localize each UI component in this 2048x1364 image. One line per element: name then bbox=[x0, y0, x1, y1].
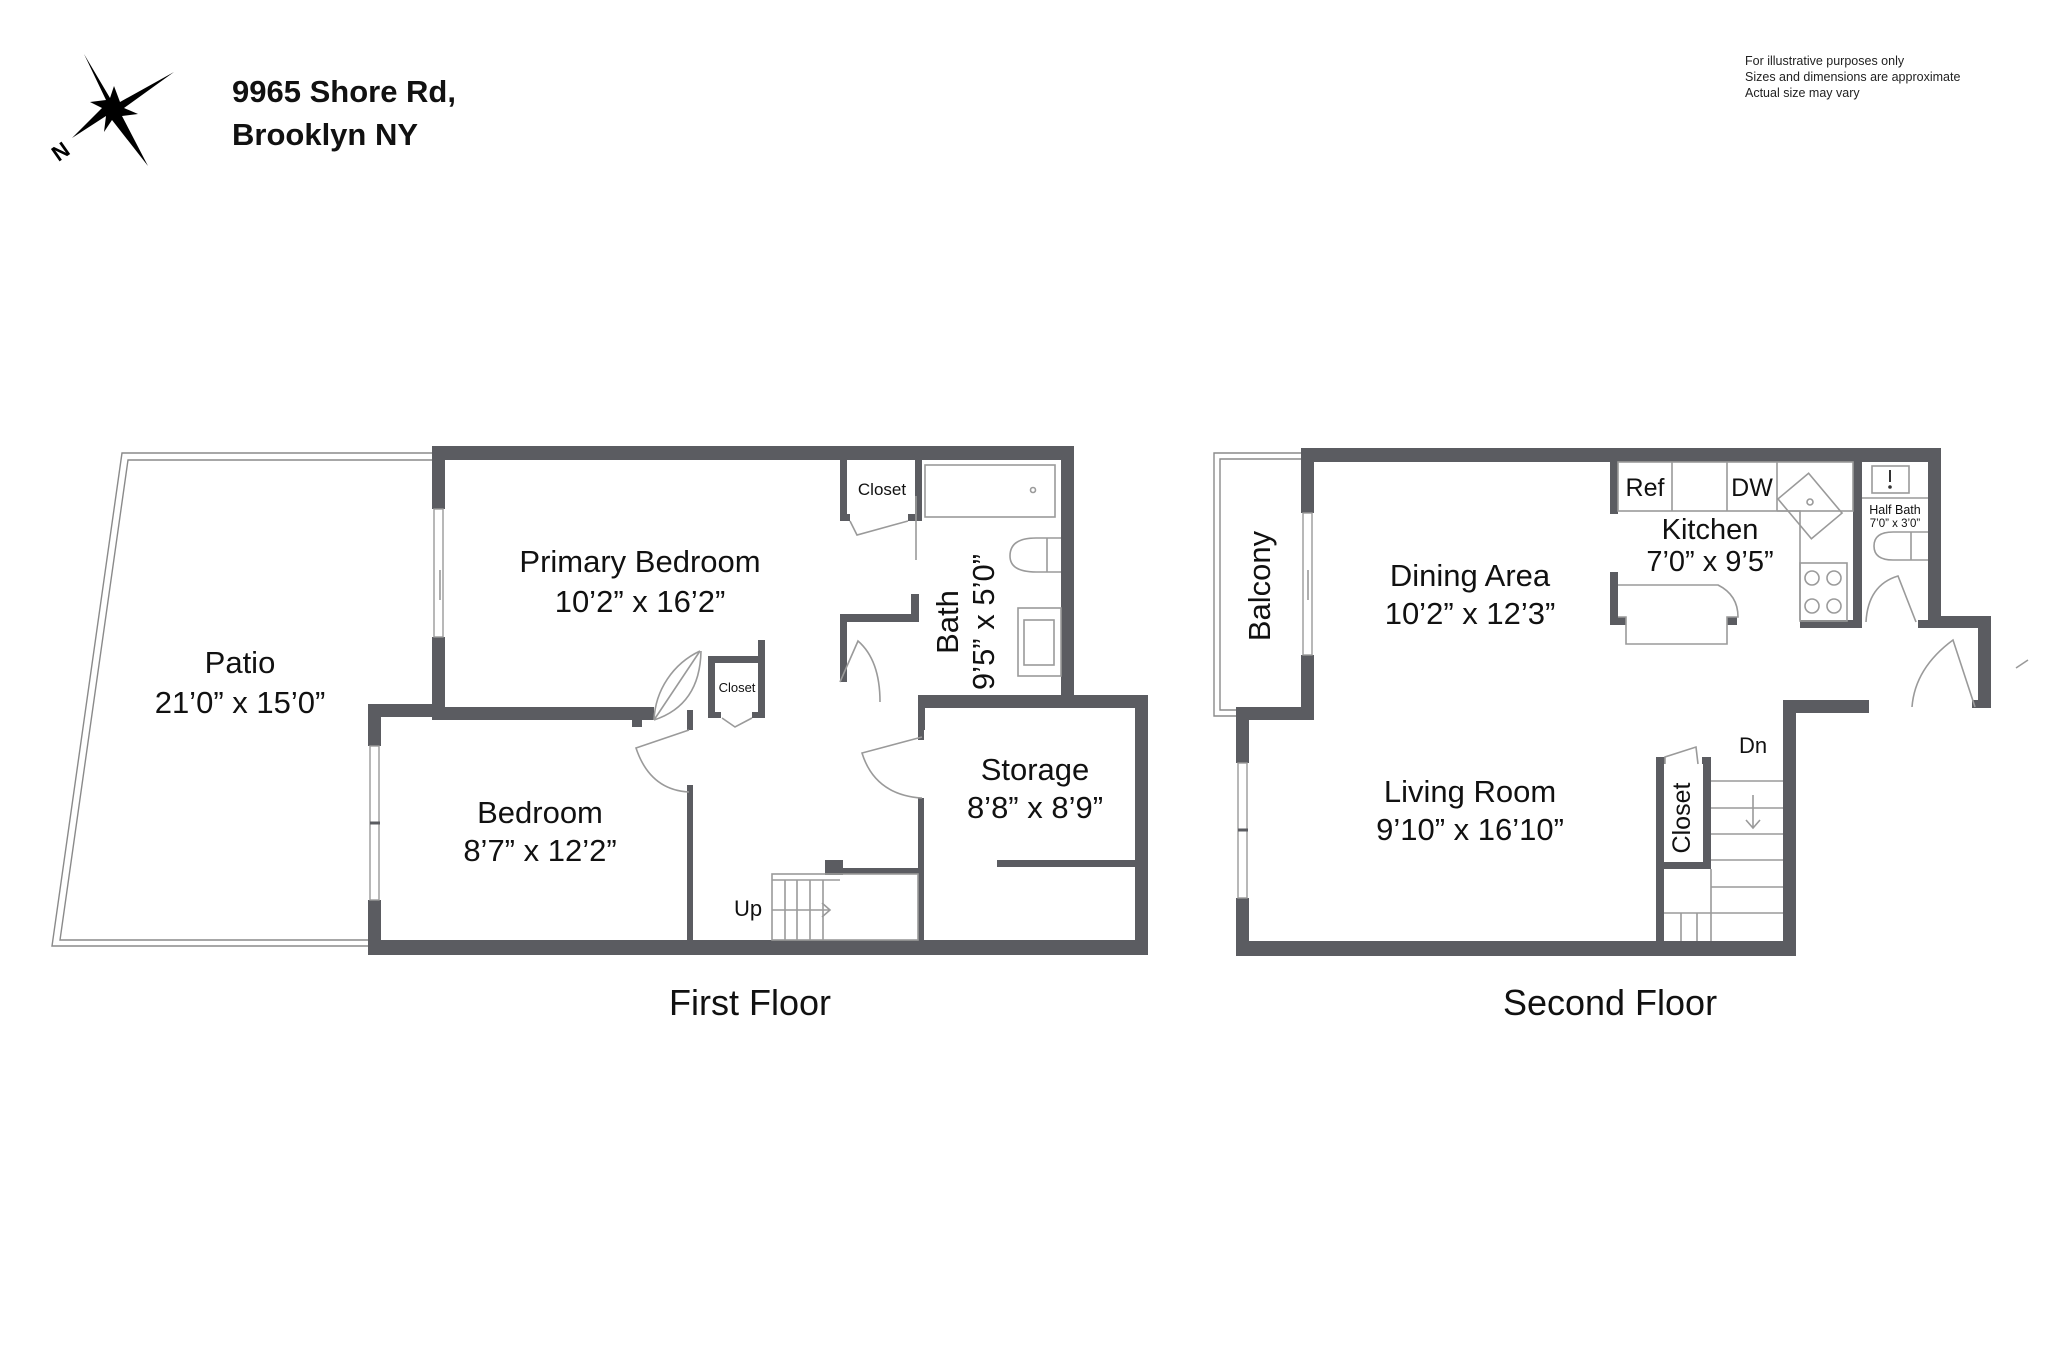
half-bath-sink bbox=[1871, 465, 1910, 494]
stove-range bbox=[1799, 562, 1848, 622]
living-closet-label: Closet bbox=[1668, 782, 1696, 854]
kitchen-dims: 7’0” x 9’5” bbox=[1646, 546, 1774, 578]
half-bath-fixtures bbox=[1862, 465, 2029, 708]
dining-area-label: Dining Area 10’2” x 12’3” bbox=[1340, 558, 1600, 632]
living-closet-door bbox=[1664, 745, 1699, 765]
dining-area-dims: 10’2” x 12’3” bbox=[1384, 596, 1556, 631]
living-room-label: Living Room 9’10” x 16’10” bbox=[1340, 774, 1600, 848]
kitchen-fixtures bbox=[1617, 461, 1854, 645]
storage-dims: 8’8” x 8’9” bbox=[966, 790, 1104, 825]
disclaimer-line-3: Actual size may vary bbox=[1745, 86, 1860, 100]
storage-label: Storage 8’8” x 8’9” bbox=[935, 752, 1135, 826]
dining-area-name: Dining Area bbox=[1389, 558, 1551, 593]
half-bath-label: Half Bath 7’0” x 3’0” bbox=[1862, 503, 1928, 531]
bath-dims: 9’5” x 5’0” bbox=[966, 553, 1001, 691]
property-address: 9965 Shore Rd, Brooklyn NY bbox=[232, 70, 456, 156]
bath-label: Bath 9’5” x 5’0” bbox=[930, 542, 1001, 702]
closet-hall-label: Closet bbox=[718, 680, 756, 695]
second-floor-walls bbox=[1236, 448, 1991, 956]
second-floor-windows bbox=[1237, 512, 1313, 899]
first-floor-windows bbox=[369, 508, 444, 901]
kitchen-name: Kitchen bbox=[1661, 514, 1759, 546]
disclaimer-line-2: Sizes and dimensions are approximate bbox=[1745, 70, 1961, 84]
patio-dims: 21’0” x 15’0” bbox=[154, 685, 326, 720]
disclaimer-line-1: For illustrative purposes only bbox=[1745, 54, 1905, 68]
bedroom-dims: 8’7” x 12’2” bbox=[463, 833, 617, 868]
primary-bedroom-name: Primary Bedroom bbox=[519, 544, 761, 579]
primary-bedroom-label: Primary Bedroom 10’2” x 16’2” bbox=[490, 544, 790, 620]
second-floor-plan bbox=[1213, 448, 2029, 956]
second-floor-stairs bbox=[1664, 780, 1783, 941]
first-floor-doors bbox=[634, 496, 923, 799]
first-floor-title: First Floor bbox=[669, 982, 831, 1023]
bath-fixtures bbox=[924, 464, 1062, 677]
storage-name: Storage bbox=[980, 752, 1090, 787]
first-floor-walls bbox=[368, 446, 1148, 955]
kitchen-label: Kitchen 7’0” x 9’5” bbox=[1625, 514, 1795, 578]
stairs-down-label: Dn bbox=[1738, 733, 1768, 758]
dw-label: DW bbox=[1731, 474, 1773, 502]
north-arrow-compass-icon: N bbox=[47, 54, 174, 166]
living-room-dims: 9’10” x 16’10” bbox=[1376, 812, 1564, 847]
kitchen-island bbox=[1618, 584, 1739, 645]
address-line-2: Brooklyn NY bbox=[232, 117, 419, 152]
kitchen-sink bbox=[1776, 472, 1844, 540]
stairs-up-label: Up bbox=[733, 896, 763, 921]
first-floor-plan bbox=[51, 446, 1148, 955]
half-bath-dims: 7’0” x 3’0” bbox=[1869, 518, 1921, 530]
living-room-name: Living Room bbox=[1383, 774, 1557, 809]
primary-bedroom-dims: 10’2” x 16’2” bbox=[554, 584, 726, 619]
bathtub bbox=[924, 464, 1056, 518]
half-bath-toilet bbox=[1873, 531, 1928, 561]
patio-label: Patio 21’0” x 15’0” bbox=[140, 645, 340, 721]
sink-vanity bbox=[1017, 607, 1062, 677]
bedroom-name: Bedroom bbox=[477, 795, 603, 830]
half-bath-name: Half Bath bbox=[1869, 503, 1921, 517]
balcony-outline bbox=[1213, 452, 1301, 717]
address-line-1: 9965 Shore Rd, bbox=[232, 74, 456, 109]
first-floor-stairs bbox=[771, 873, 919, 941]
patio-outline bbox=[51, 452, 432, 947]
balcony-label: Balcony bbox=[1242, 530, 1277, 642]
bath-name: Bath bbox=[930, 590, 965, 654]
ref-label: Ref bbox=[1625, 474, 1665, 502]
toilet bbox=[1009, 537, 1061, 573]
disclaimer: For illustrative purposes only Sizes and… bbox=[1745, 53, 1960, 101]
closet-primary-label: Closet bbox=[857, 480, 907, 499]
compass-rose: N bbox=[47, 46, 198, 166]
second-floor-title: Second Floor bbox=[1502, 982, 1718, 1023]
bedroom-label: Bedroom 8’7” x 12’2” bbox=[430, 795, 650, 869]
patio-name: Patio bbox=[204, 645, 276, 680]
